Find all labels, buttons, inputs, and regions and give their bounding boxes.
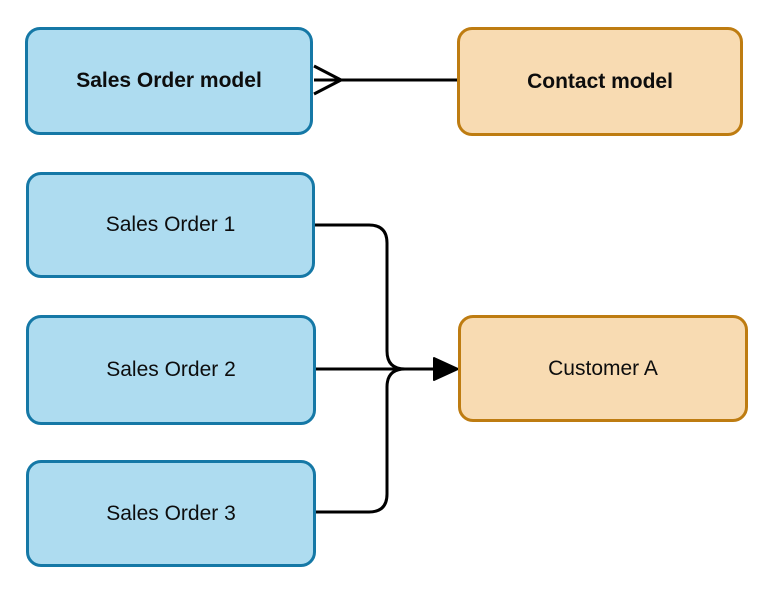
node-label: Customer A — [548, 356, 658, 380]
arrowhead-marker — [433, 357, 459, 381]
node-label: Sales Order 1 — [105, 213, 236, 236]
node-customer-a: Customer A — [458, 315, 748, 422]
crow-foot-many-marker — [313, 64, 343, 96]
node-label: Sales Order 3 — [106, 501, 236, 525]
node-label: Sales Order 2 — [106, 358, 236, 381]
node-contact-model: Contact model — [457, 27, 743, 136]
edge-sales-order-1-to-customer-a — [315, 223, 406, 371]
node-sales-order-2: Sales Order 2 — [26, 315, 316, 425]
node-sales-order-1: Sales Order 1 — [26, 172, 315, 278]
node-label: Sales Order model — [76, 69, 262, 92]
node-label: Contact model — [527, 69, 673, 93]
node-sales-order-model: Sales Order model — [25, 27, 313, 135]
edge-sales-order-3-to-customer-a — [316, 367, 406, 514]
node-sales-order-3: Sales Order 3 — [26, 460, 316, 567]
